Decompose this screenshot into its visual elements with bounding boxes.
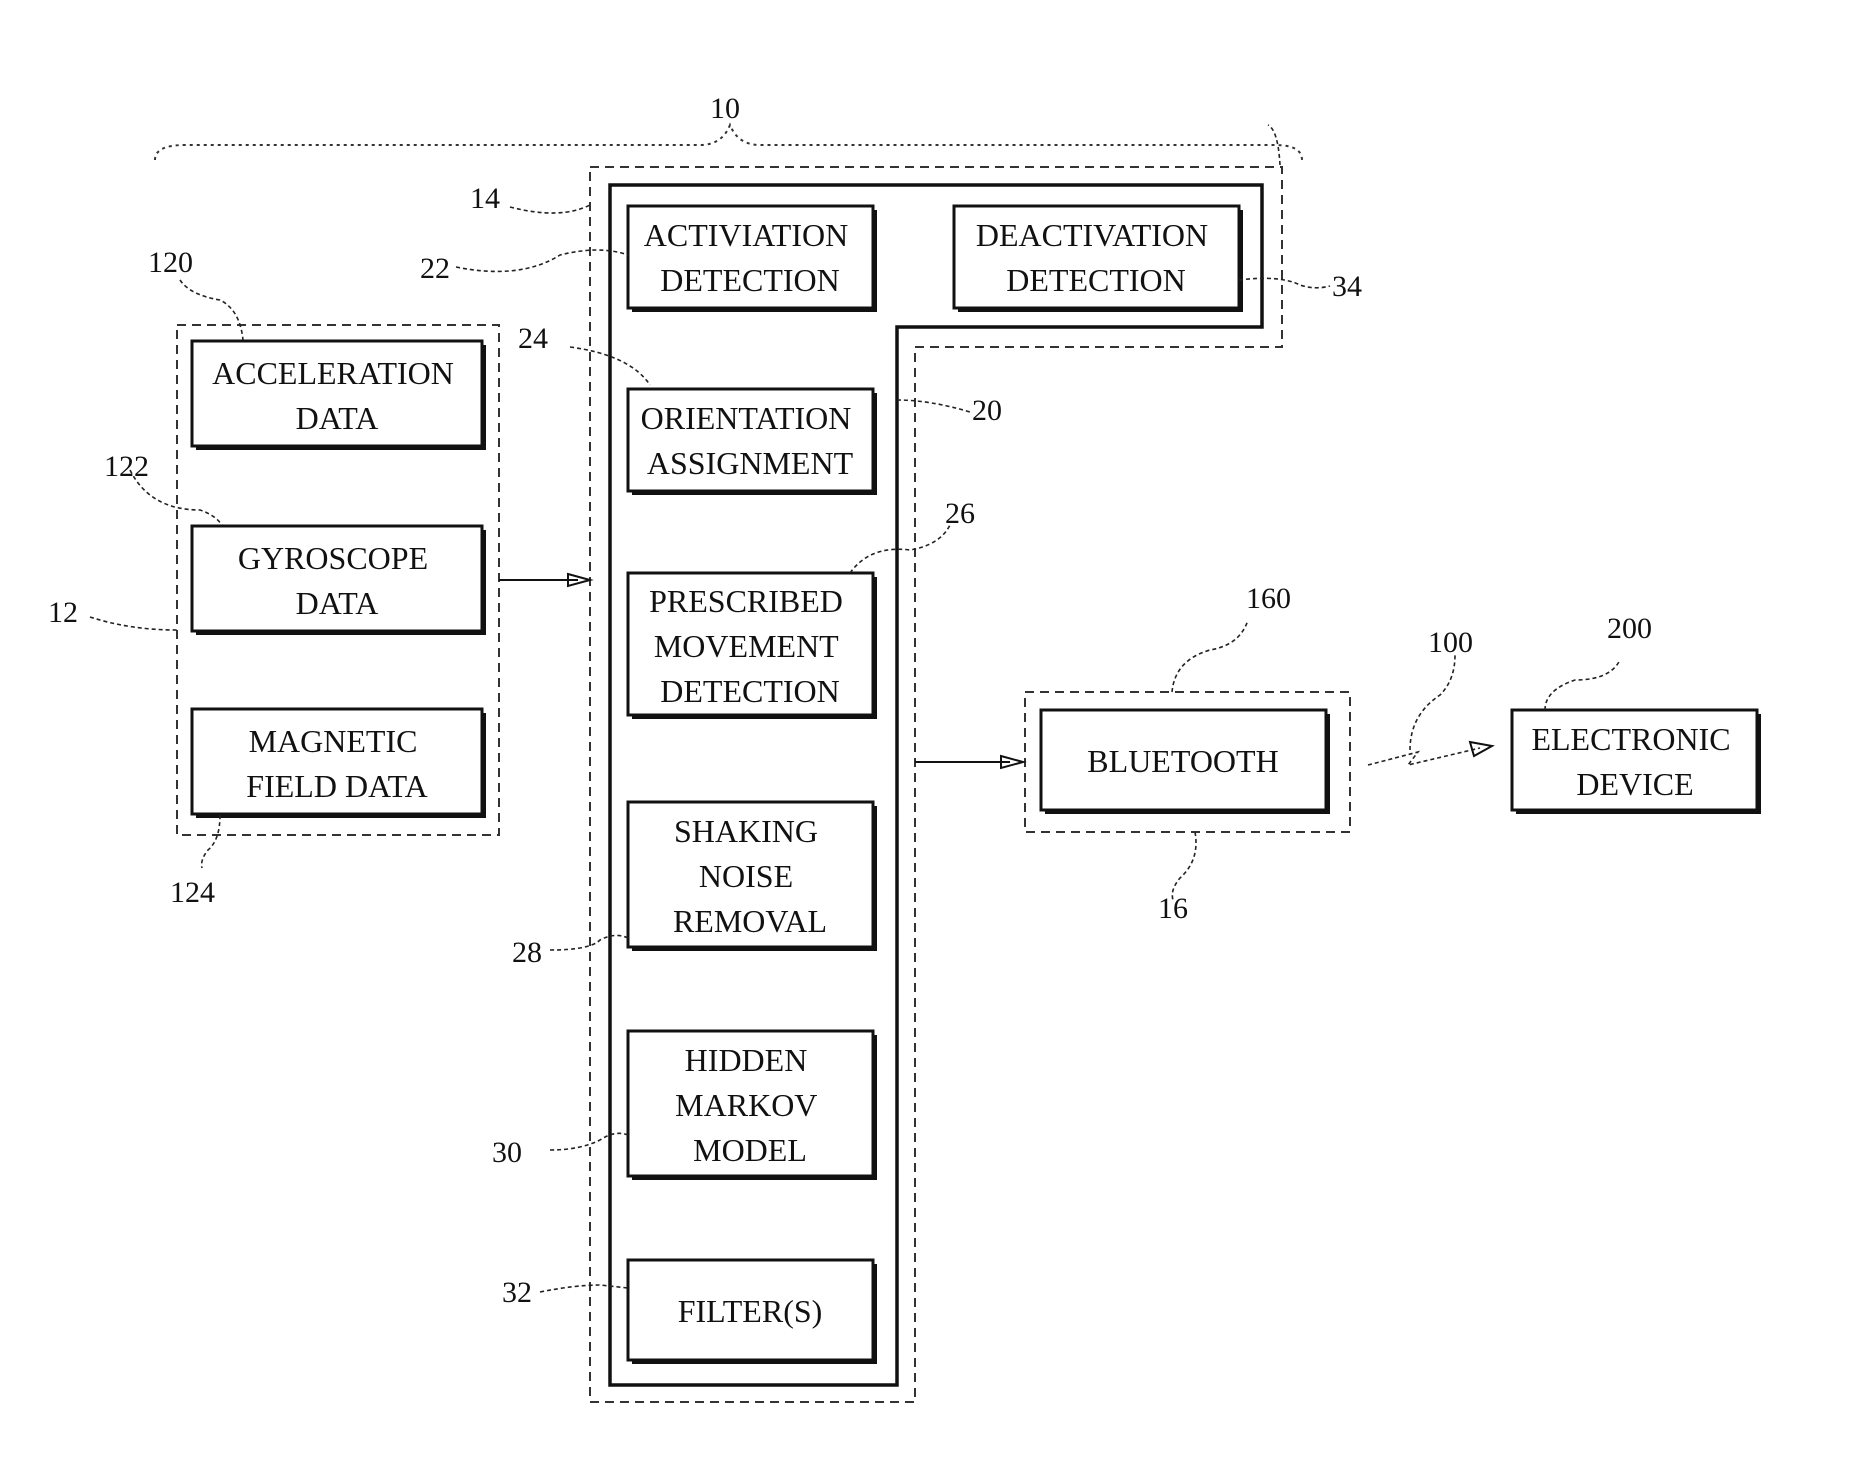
ref-100: 100	[1428, 626, 1473, 659]
box-acceleration: ACCELERATION DATA	[192, 341, 486, 450]
box-magnetic-field: MAGNETIC FIELD DATA	[192, 709, 486, 818]
ref-122: 122	[104, 450, 149, 483]
ref-200: 200	[1607, 612, 1652, 645]
ref-34: 34	[1332, 270, 1362, 303]
box-prescribed-movement-detection: PRESCRIBED MOVEMENT DETECTION	[628, 573, 877, 719]
box-hidden-markov-model: HIDDEN MARKOV MODEL	[628, 1031, 877, 1180]
arrow-processing-to-bluetooth	[915, 756, 1023, 768]
box-activation-detection: ACTIVIATION DETECTION	[628, 206, 877, 312]
ref-24: 24	[518, 322, 548, 355]
ref-28: 28	[512, 936, 542, 969]
box-electronic-device: ELECTRONIC DEVICE	[1512, 710, 1761, 814]
ref-22: 22	[420, 252, 450, 285]
arrow-sensor-to-processing	[499, 574, 590, 586]
box-gyroscope: GYROSCOPE DATA	[192, 526, 486, 635]
box-prescribed-movement-detection-label: PRESCRIBED MOVEMENT DETECTION	[649, 583, 851, 709]
box-orientation-assignment: ORIENTATION ASSIGNMENT	[628, 389, 877, 495]
box-deactivation-detection: DEACTIVATION DETECTION	[954, 206, 1243, 312]
box-bluetooth-label: BLUETOOTH	[1087, 743, 1278, 779]
ref-30: 30	[492, 1136, 522, 1169]
box-shaking-noise-removal: SHAKING NOISE REMOVAL	[628, 802, 877, 951]
box-bluetooth: BLUETOOTH	[1041, 710, 1330, 814]
ref-16: 16	[1158, 892, 1188, 925]
wireless-link-arrow	[1368, 742, 1492, 765]
box-hidden-markov-model-label: HIDDEN MARKOV MODEL	[675, 1042, 825, 1168]
ref-14: 14	[470, 182, 500, 215]
ref-124: 124	[170, 876, 215, 909]
ref-32: 32	[502, 1276, 532, 1309]
ref-120: 120	[148, 246, 193, 279]
box-filters: FILTER(S)	[628, 1260, 877, 1364]
ref-26: 26	[945, 497, 975, 530]
ref-12: 12	[48, 596, 78, 629]
ref-20: 20	[972, 394, 1002, 427]
ref-160: 160	[1246, 582, 1291, 615]
box-filters-label: FILTER(S)	[678, 1293, 823, 1329]
group-brace-10	[155, 125, 1302, 160]
ref-10: 10	[710, 92, 740, 125]
